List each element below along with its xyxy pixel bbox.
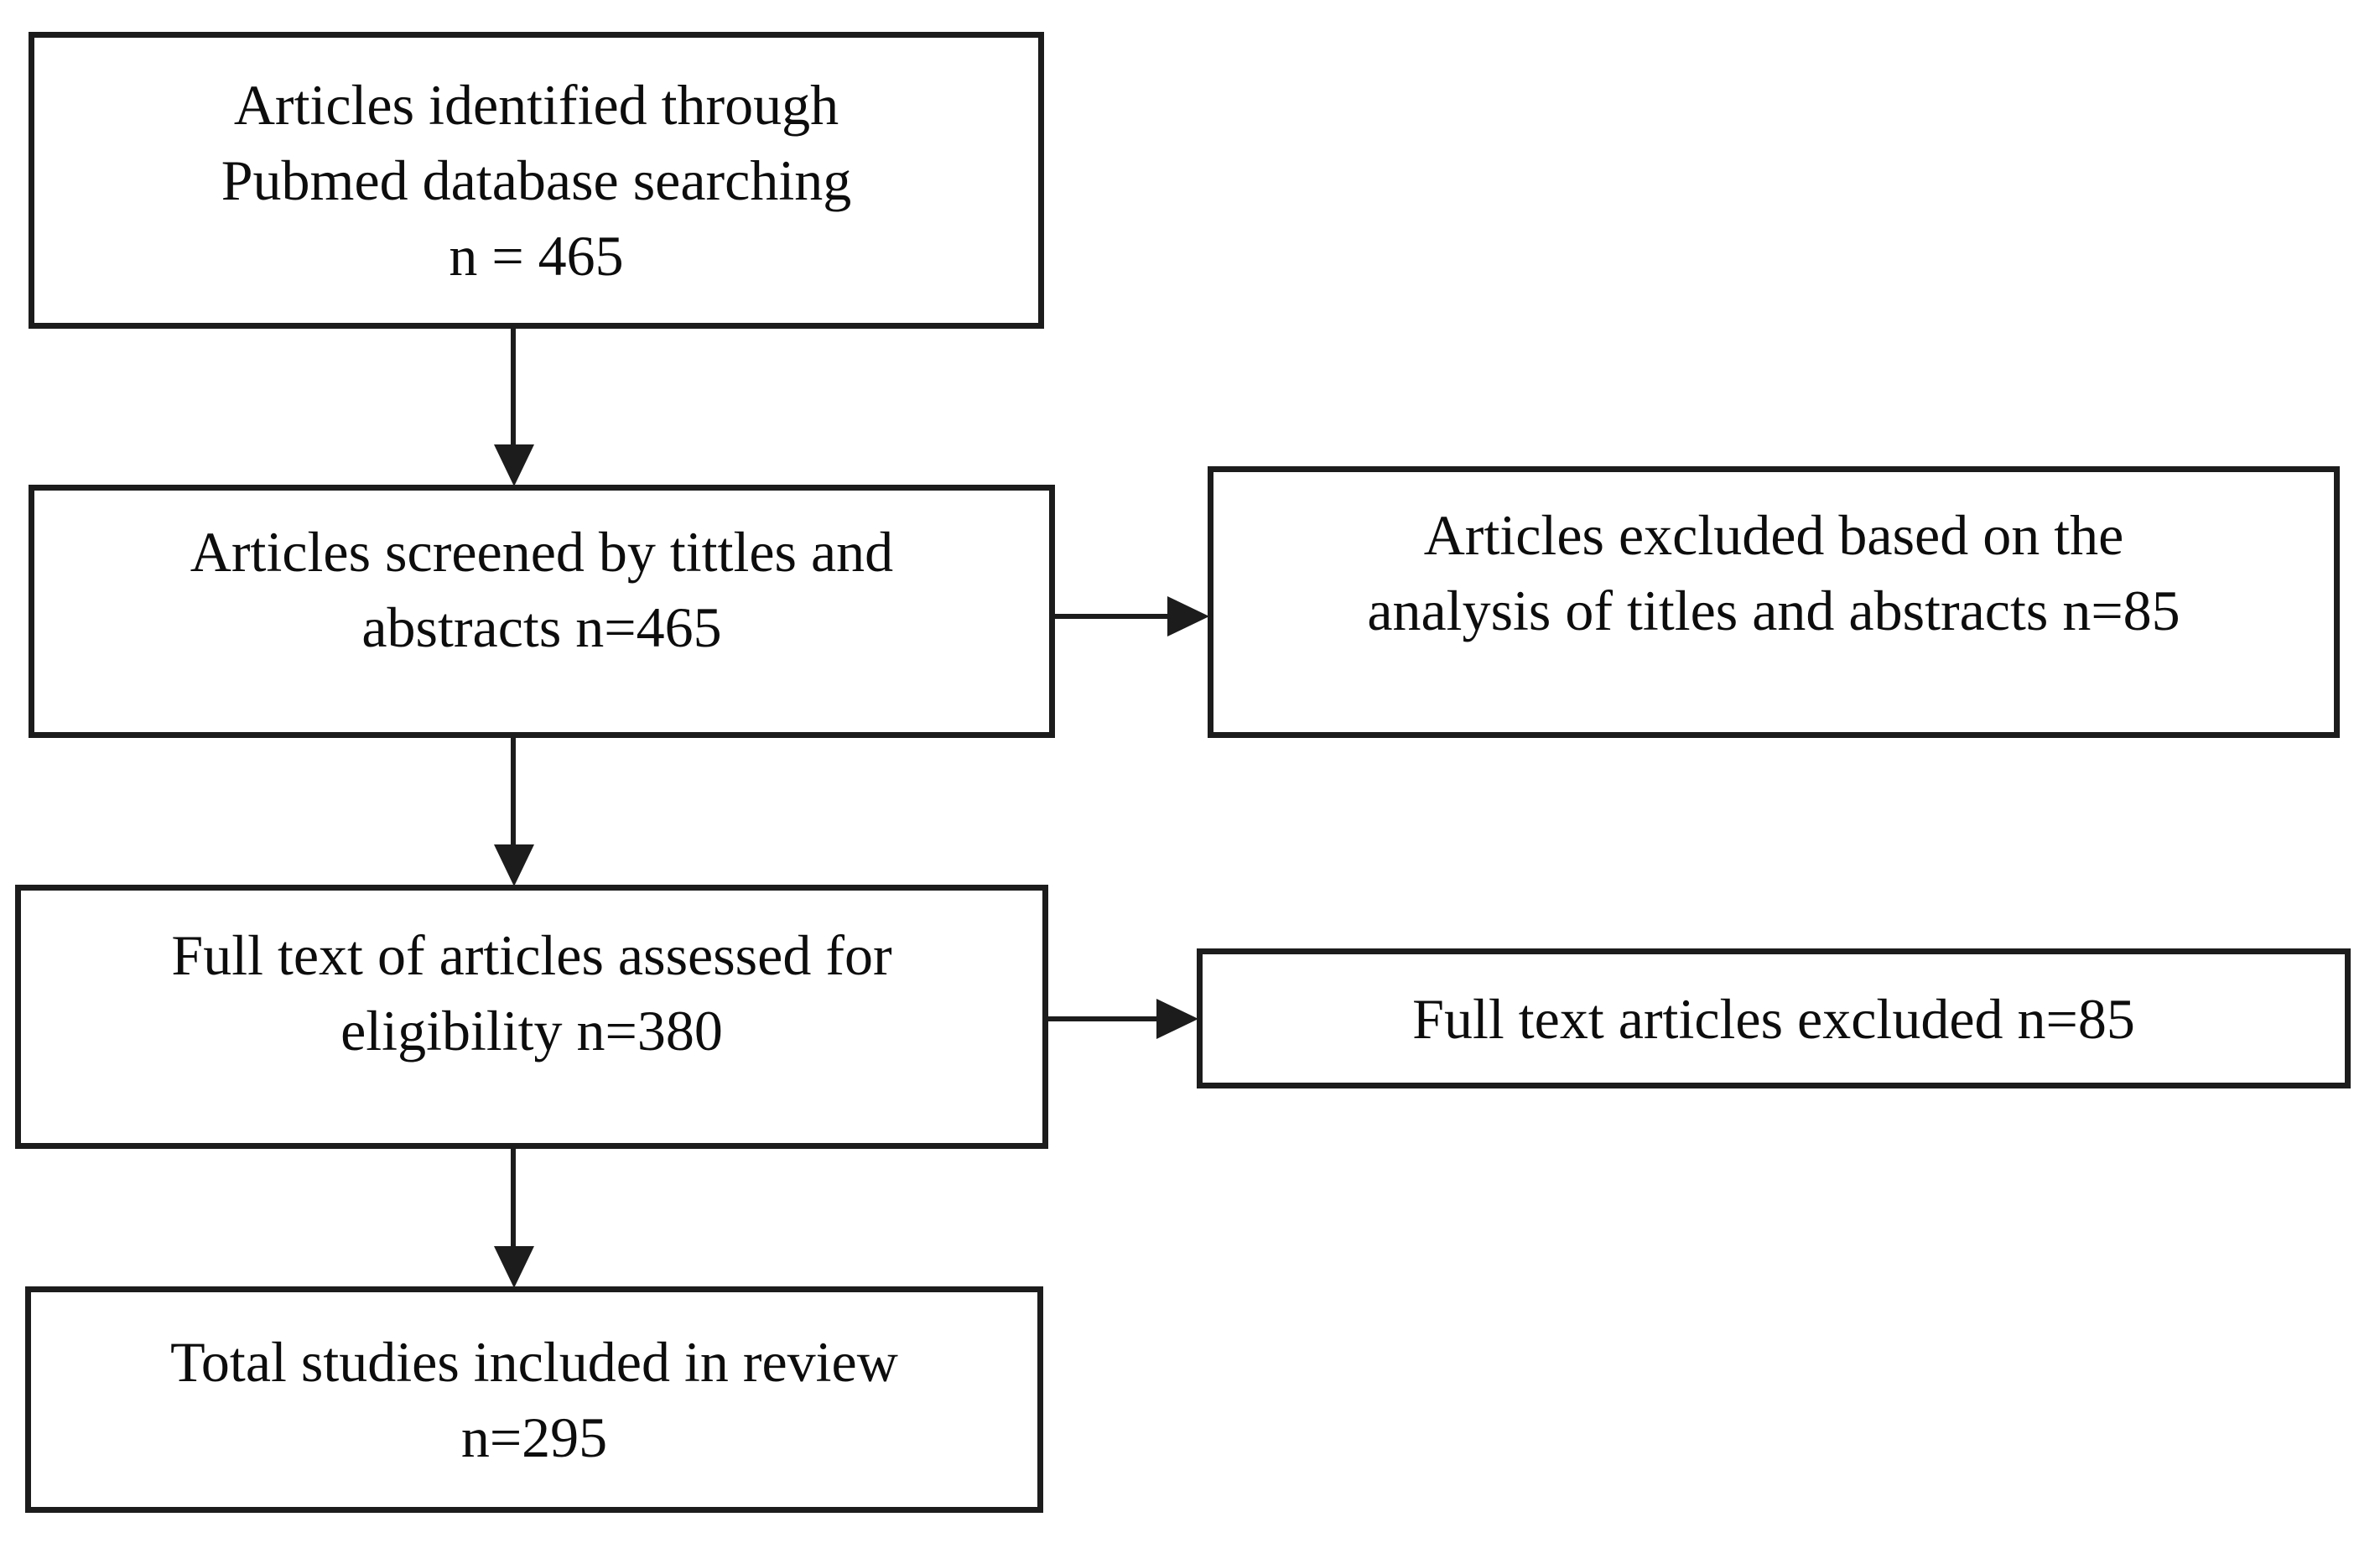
box-text-line: eligibility n=380	[340, 999, 723, 1062]
box-text-line: Articles excluded based on the	[1423, 503, 2124, 567]
box-text-line: n = 465	[449, 224, 624, 288]
arrow-stem	[511, 1149, 516, 1246]
box-articles-identified: Articles identified through Pubmed datab…	[29, 32, 1044, 329]
box-text-line: Pubmed database searching	[221, 148, 852, 212]
arrowhead	[494, 1246, 534, 1288]
arrow-stem	[1048, 1016, 1156, 1021]
box-text-line: Articles screened by tittles and	[190, 520, 894, 584]
box-text-line: Full text articles excluded n=85	[1412, 986, 2135, 1051]
box-text-line: analysis of titles and abstracts n=85	[1367, 579, 2180, 642]
box-text-line: Articles identified through	[233, 73, 839, 137]
arrowhead	[494, 444, 534, 486]
box-articles-screened: Articles screened by tittles and abstrac…	[29, 485, 1055, 738]
box-text-line: Total studies included in review	[170, 1330, 898, 1394]
arrow-stem	[511, 738, 516, 844]
arrowhead	[494, 844, 534, 886]
arrow-stem	[1055, 614, 1167, 619]
box-fulltext-excluded: Full text articles excluded n=85	[1197, 948, 2351, 1088]
box-articles-excluded-abstracts: Articles excluded based on the analysis …	[1208, 466, 2340, 738]
box-text-line: abstracts n=465	[361, 595, 722, 659]
box-text-line: n=295	[460, 1405, 608, 1469]
box-text-line: Full text of articles assessed for	[171, 923, 892, 987]
arrow-stem	[511, 329, 516, 444]
box-studies-included: Total studies included in review n=295	[25, 1286, 1043, 1513]
arrowhead	[1156, 999, 1198, 1039]
box-fulltext-assessed: Full text of articles assessed for eligi…	[15, 885, 1048, 1149]
arrowhead	[1167, 596, 1209, 636]
